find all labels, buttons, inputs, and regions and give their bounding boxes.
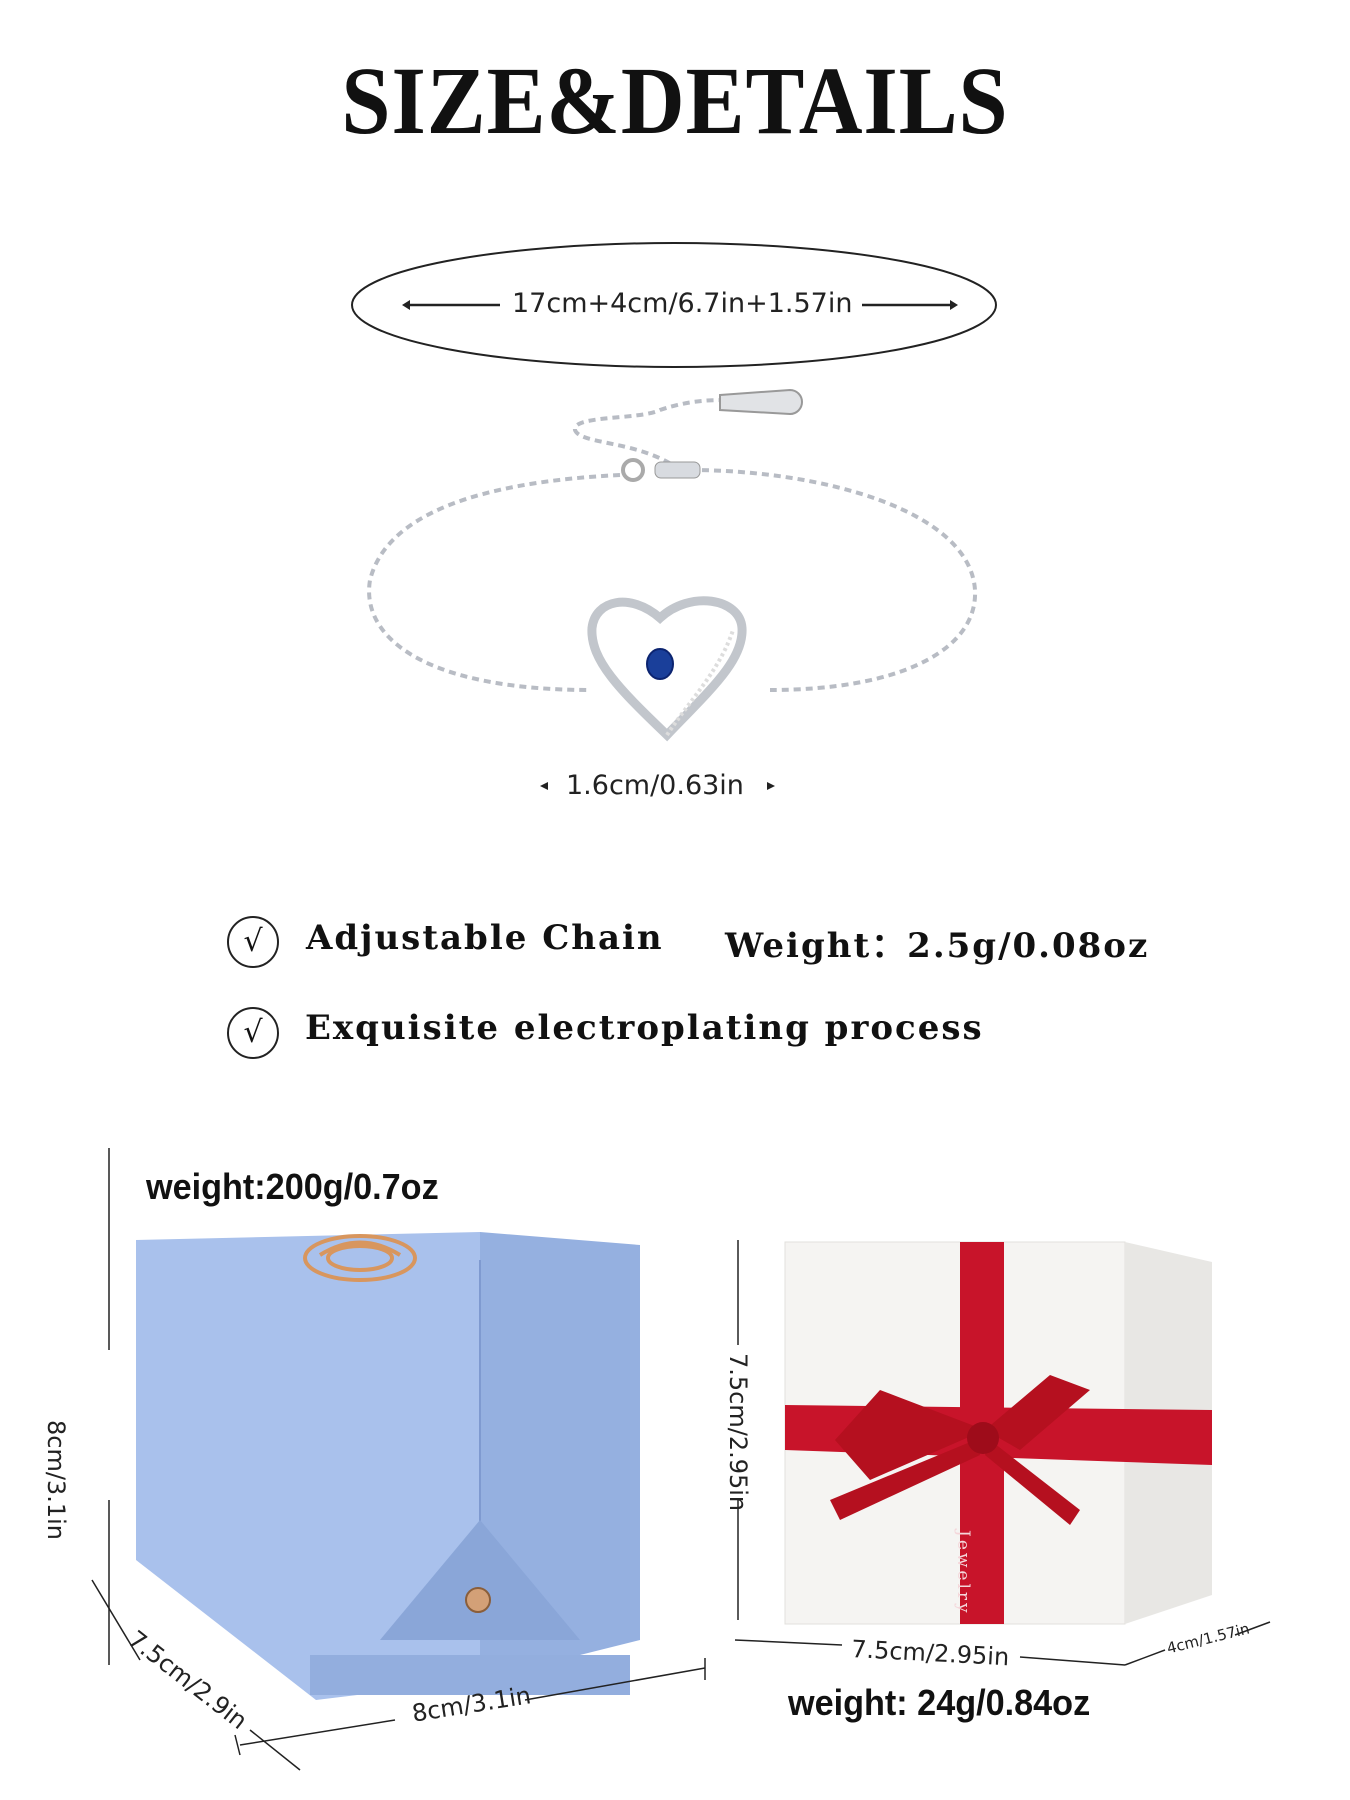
heart-pendant [587, 596, 747, 742]
blue-box-height: 8cm/3.1in [42, 1420, 70, 1540]
feature-adjustable-chain: Adjustable Chain [306, 918, 664, 958]
white-box-height: 7.5cm/2.95in [724, 1353, 752, 1512]
blue-box-weight: weight:200g/0.7oz [146, 1166, 439, 1207]
pendant-width-label: 1.6cm/0.63in [566, 770, 744, 801]
bracelet-length-label: 17cm+4cm/6.7in+1.57in [512, 288, 853, 319]
feature-electroplating: Exquisite electroplating process [305, 1008, 984, 1048]
bracelet-weight: Weight：2.5g/0.08oz [725, 926, 1150, 966]
white-box-weight: weight: 24g/0.84oz [788, 1682, 1091, 1723]
page-title: SIZE&DETAILS [341, 47, 1009, 154]
bracelet-image [367, 398, 978, 692]
ribbon-text: Jewelry [953, 1530, 973, 1616]
blue-gift-box [136, 1232, 640, 1700]
check-circle-icon: √ [227, 916, 279, 968]
check-circle-icon: √ [227, 1007, 279, 1059]
white-gift-box [784, 1241, 1212, 1625]
blue-gem [646, 648, 674, 680]
length-ellipse [351, 242, 997, 368]
